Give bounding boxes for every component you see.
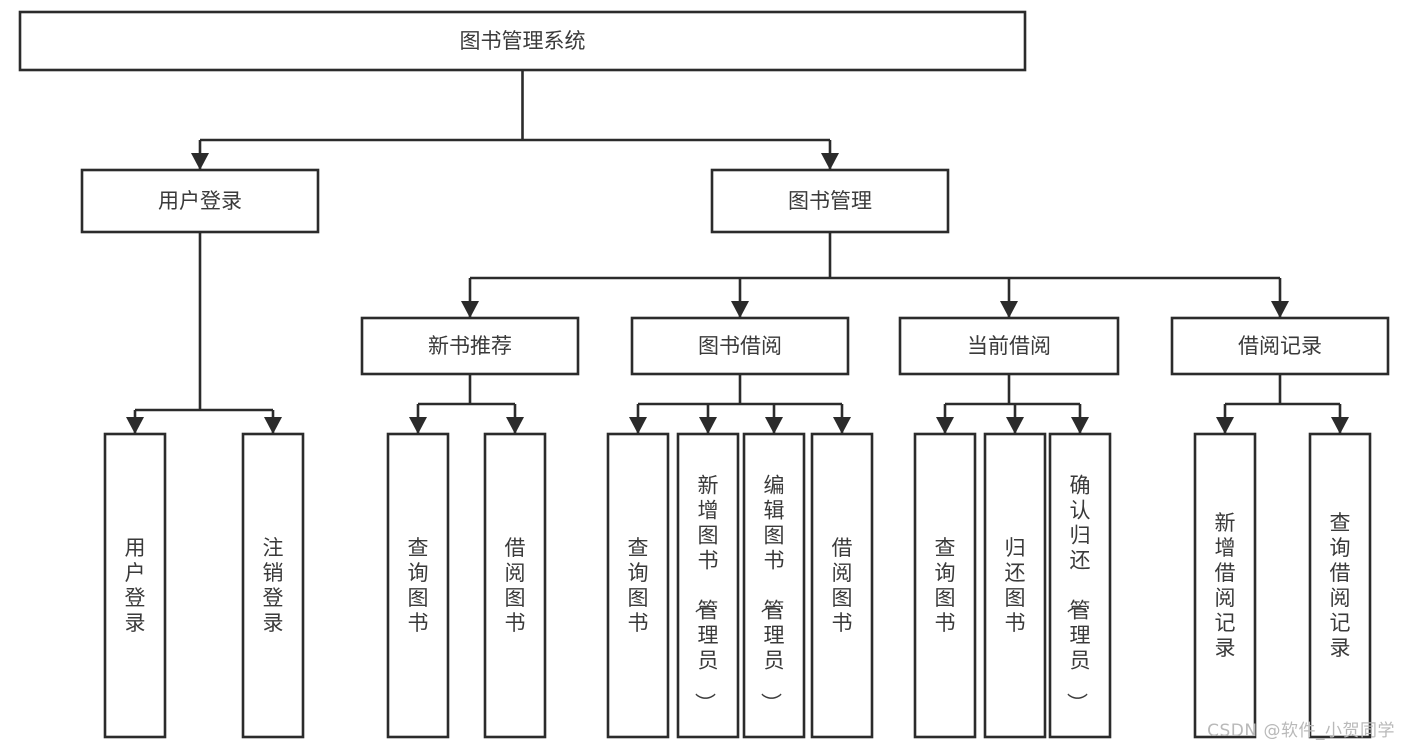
node-leaf-query-book-current-box[interactable] bbox=[913, 432, 977, 739]
arrow-head-icon bbox=[506, 417, 524, 434]
node-leaf-add-book[interactable]: 新增图书（管理员） bbox=[676, 432, 740, 739]
arrow-head-icon bbox=[1331, 417, 1349, 434]
node-leaf-borrow-book-box[interactable] bbox=[810, 432, 874, 739]
node-leaf-add-book-label: 新增图书（管理员） bbox=[693, 474, 719, 714]
node-leaf-return-book-box[interactable] bbox=[983, 432, 1047, 739]
node-leaf-query-record-label: 查询借阅记录 bbox=[1330, 511, 1351, 660]
node-user-login[interactable]: 用户登录 bbox=[80, 168, 320, 234]
arrow-head-icon bbox=[264, 417, 282, 434]
node-user-login-label: 用户登录 bbox=[158, 189, 242, 213]
node-book-borrow-box[interactable] bbox=[630, 316, 850, 376]
node-leaf-query-book-current[interactable]: 查询图书 bbox=[913, 432, 977, 739]
arrow-head-icon bbox=[409, 417, 427, 434]
node-leaf-edit-book[interactable]: 编辑图书（管理员） bbox=[742, 432, 806, 739]
node-leaf-add-record-box[interactable] bbox=[1193, 432, 1257, 739]
node-leaf-return-book[interactable]: 归还图书 bbox=[983, 432, 1047, 739]
node-current-borrow[interactable]: 当前借阅 bbox=[898, 316, 1120, 376]
node-leaf-borrow-book[interactable]: 借阅图书 bbox=[810, 432, 874, 739]
arrow-head-icon bbox=[765, 417, 783, 434]
node-leaf-query-book-borrow-box[interactable] bbox=[606, 432, 670, 739]
node-borrow-record-label: 借阅记录 bbox=[1238, 334, 1322, 358]
node-book-manage[interactable]: 图书管理 bbox=[710, 168, 950, 234]
node-borrow-record-box[interactable] bbox=[1170, 316, 1390, 376]
connector-lines-group bbox=[126, 70, 1349, 434]
node-book-manage-box[interactable] bbox=[710, 168, 950, 234]
node-leaf-query-book-borrow[interactable]: 查询图书 bbox=[606, 432, 670, 739]
node-leaf-user-login[interactable]: 用户登录 bbox=[103, 432, 167, 739]
node-leaf-add-book-box[interactable] bbox=[676, 432, 740, 739]
arrow-head-icon bbox=[191, 153, 209, 170]
node-leaf-user-logout-label: 注销登录 bbox=[263, 536, 284, 635]
node-new-book-rec-label: 新书推荐 bbox=[428, 334, 512, 358]
node-leaf-user-login-label: 用户登录 bbox=[125, 536, 146, 635]
node-leaf-query-record-box[interactable] bbox=[1308, 432, 1372, 739]
node-leaf-user-logout[interactable]: 注销登录 bbox=[241, 432, 305, 739]
arrow-head-icon bbox=[821, 153, 839, 170]
node-borrow-record[interactable]: 借阅记录 bbox=[1170, 316, 1390, 376]
node-leaf-confirm-return[interactable]: 确认归还（管理员） bbox=[1048, 432, 1112, 739]
arrow-head-icon bbox=[1071, 417, 1089, 434]
node-root[interactable]: 图书管理系统 bbox=[18, 10, 1027, 72]
node-current-borrow-label: 当前借阅 bbox=[967, 334, 1051, 358]
node-leaf-edit-book-box[interactable] bbox=[742, 432, 806, 739]
nodes-group: 图书管理系统用户登录图书管理新书推荐图书借阅当前借阅借阅记录用户登录注销登录查询… bbox=[18, 10, 1390, 739]
node-leaf-edit-book-label: 编辑图书（管理员） bbox=[759, 474, 785, 714]
node-leaf-query-record[interactable]: 查询借阅记录 bbox=[1308, 432, 1372, 739]
node-leaf-add-record[interactable]: 新增借阅记录 bbox=[1193, 432, 1257, 739]
node-leaf-query-book-rec-label: 查询图书 bbox=[408, 536, 429, 635]
node-new-book-rec[interactable]: 新书推荐 bbox=[360, 316, 580, 376]
node-current-borrow-box[interactable] bbox=[898, 316, 1120, 376]
arrow-head-icon bbox=[1006, 417, 1024, 434]
arrow-head-icon bbox=[936, 417, 954, 434]
node-leaf-user-logout-box[interactable] bbox=[241, 432, 305, 739]
node-new-book-rec-box[interactable] bbox=[360, 316, 580, 376]
node-book-borrow[interactable]: 图书借阅 bbox=[630, 316, 850, 376]
node-leaf-query-book-borrow-label: 查询图书 bbox=[628, 536, 649, 635]
node-leaf-borrow-book-rec-box[interactable] bbox=[483, 432, 547, 739]
node-leaf-confirm-return-label: 确认归还（管理员） bbox=[1065, 474, 1091, 714]
node-leaf-query-book-rec-box[interactable] bbox=[386, 432, 450, 739]
node-root-label: 图书管理系统 bbox=[460, 29, 586, 53]
node-leaf-borrow-book-rec-label: 借阅图书 bbox=[505, 536, 526, 635]
arrow-head-icon bbox=[1000, 301, 1018, 318]
node-leaf-add-record-label: 新增借阅记录 bbox=[1215, 511, 1236, 660]
node-leaf-query-book-rec[interactable]: 查询图书 bbox=[386, 432, 450, 739]
node-leaf-return-book-label: 归还图书 bbox=[1005, 536, 1026, 635]
node-leaf-confirm-return-box[interactable] bbox=[1048, 432, 1112, 739]
arrow-head-icon bbox=[1271, 301, 1289, 318]
node-root-box[interactable] bbox=[18, 10, 1027, 72]
arrow-head-icon bbox=[699, 417, 717, 434]
arrow-head-icon bbox=[629, 417, 647, 434]
node-leaf-borrow-book-rec[interactable]: 借阅图书 bbox=[483, 432, 547, 739]
arrow-head-icon bbox=[461, 301, 479, 318]
arrow-head-icon bbox=[126, 417, 144, 434]
node-leaf-query-book-current-label: 查询图书 bbox=[935, 536, 956, 635]
node-book-manage-label: 图书管理 bbox=[788, 189, 872, 213]
arrow-head-icon bbox=[1216, 417, 1234, 434]
arrow-head-icon bbox=[731, 301, 749, 318]
arrow-head-icon bbox=[833, 417, 851, 434]
node-leaf-borrow-book-label: 借阅图书 bbox=[832, 536, 853, 635]
node-user-login-box[interactable] bbox=[80, 168, 320, 234]
node-leaf-user-login-box[interactable] bbox=[103, 432, 167, 739]
node-book-borrow-label: 图书借阅 bbox=[698, 334, 782, 358]
